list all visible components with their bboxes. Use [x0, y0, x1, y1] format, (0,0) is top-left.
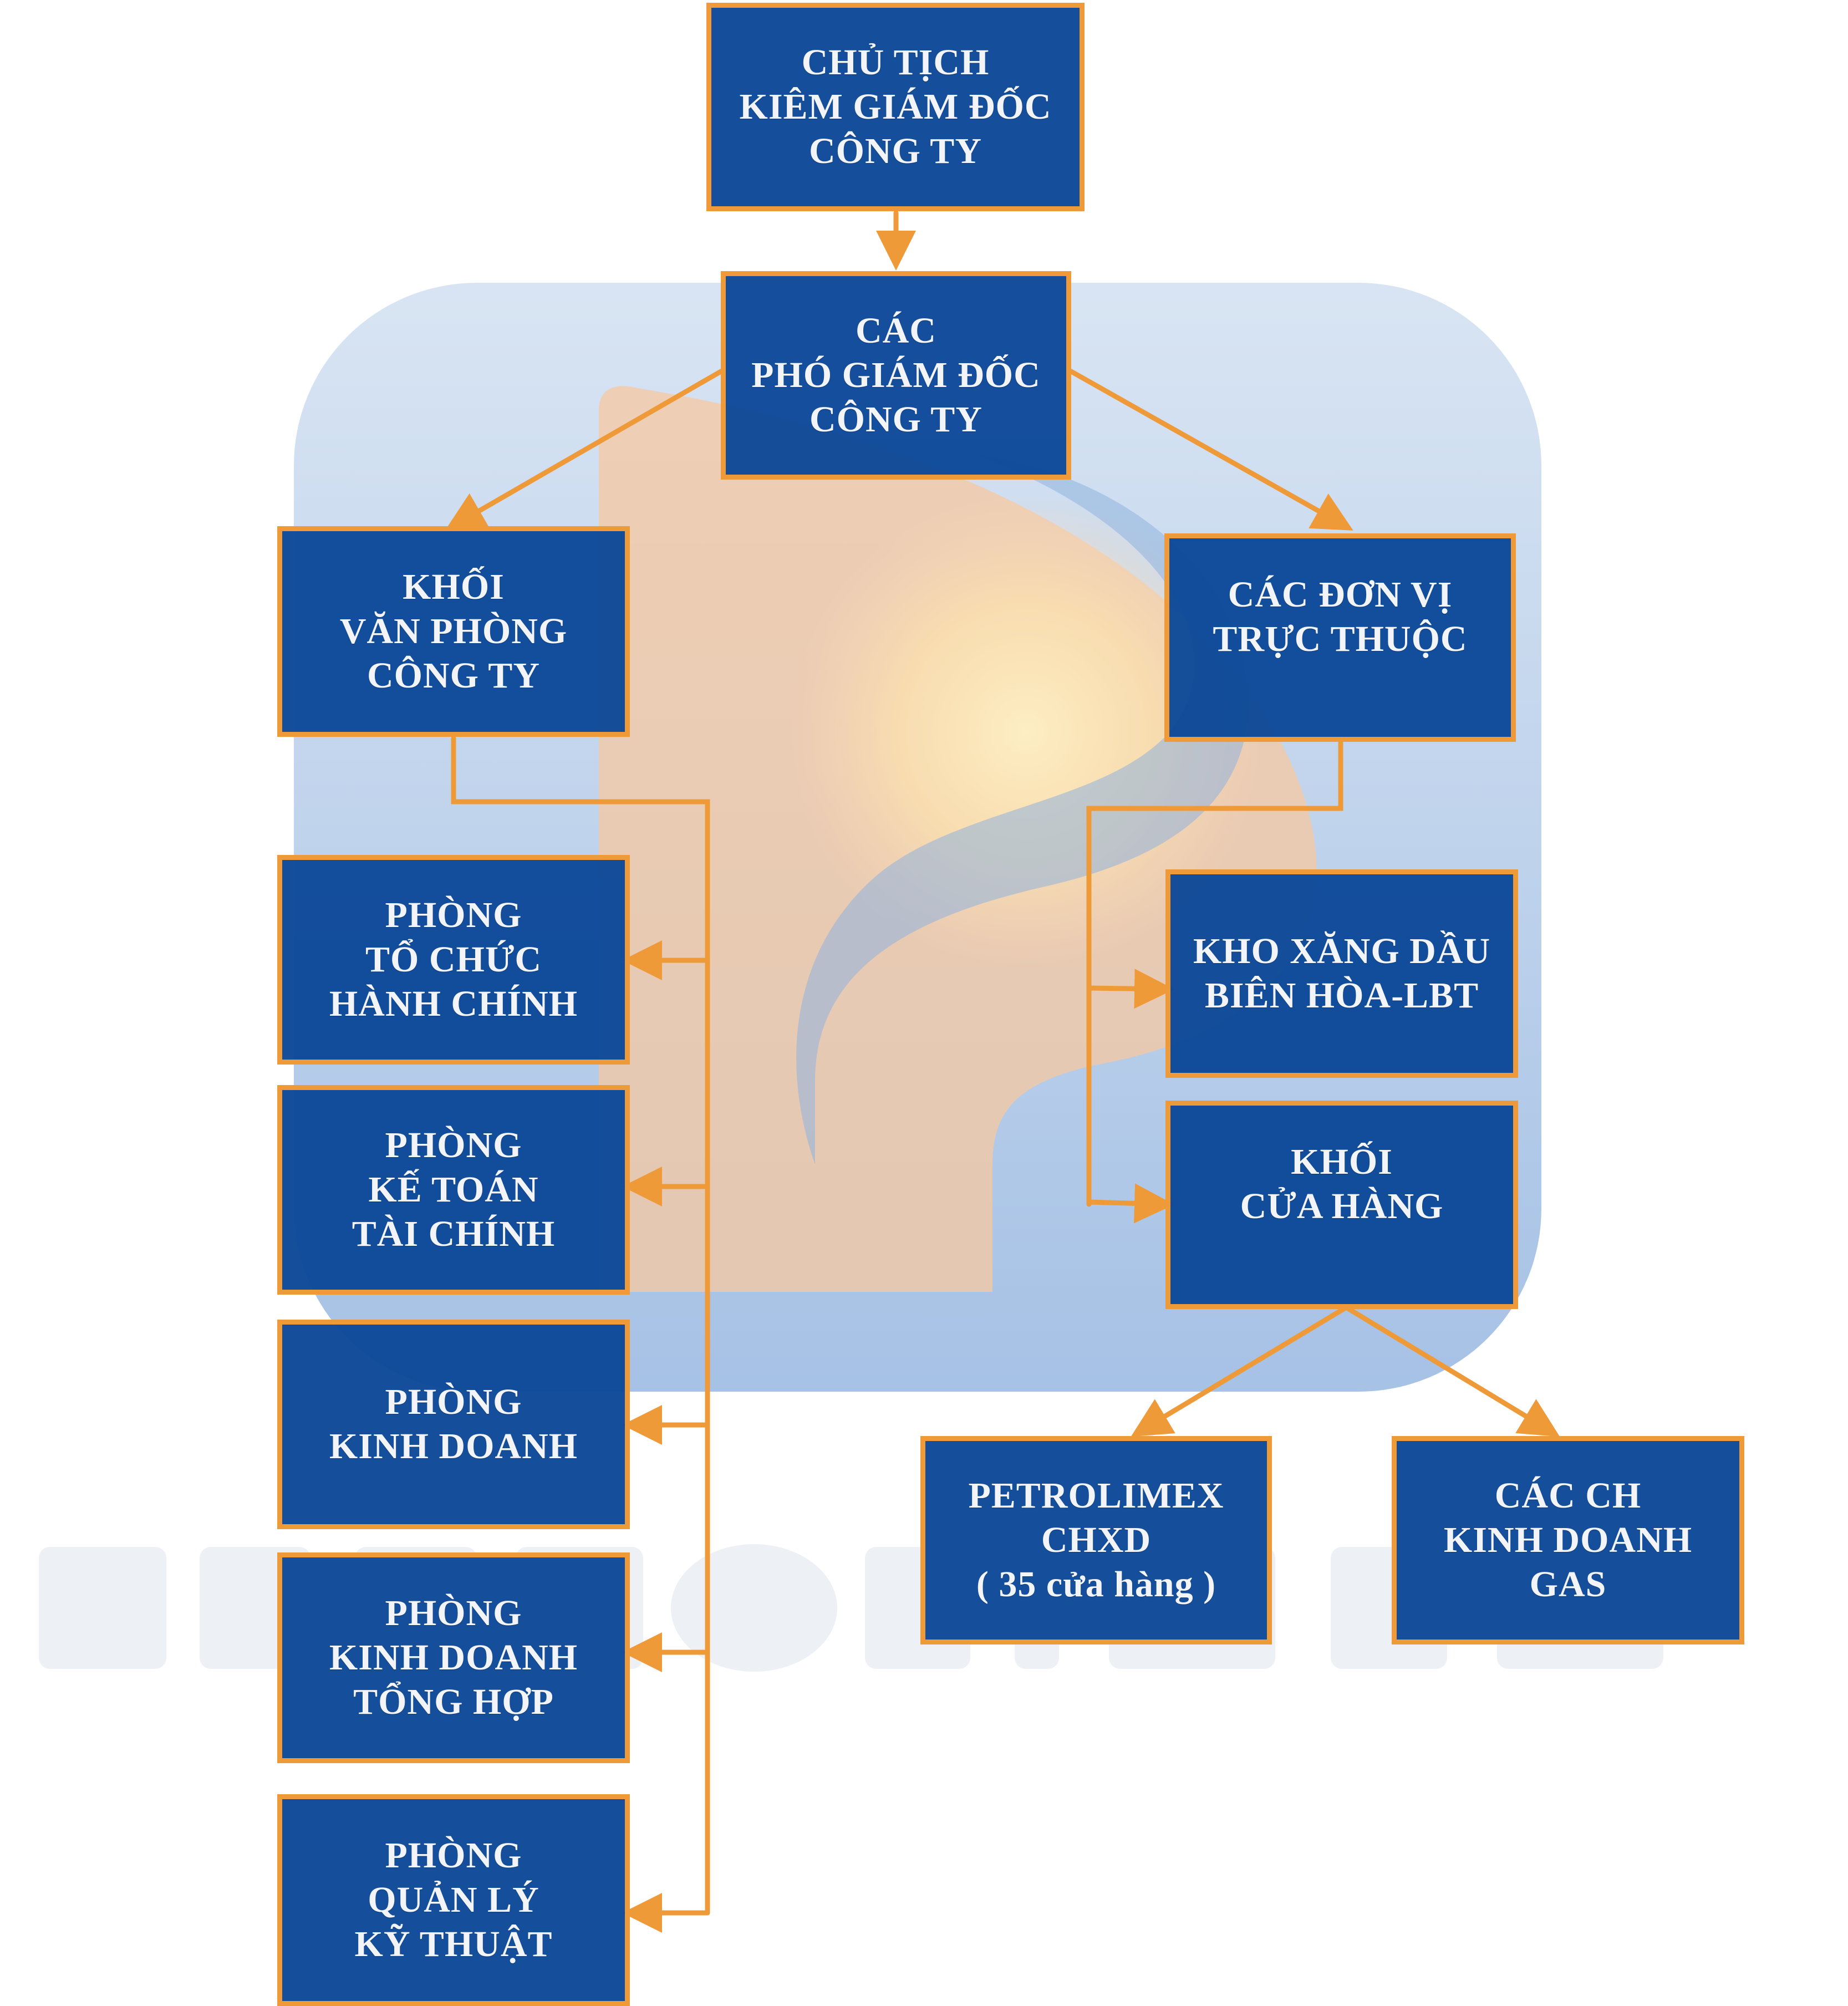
business-dept-box: PHÒNG KINH DOANH — [277, 1320, 630, 1529]
office-block-box: KHỐI VĂN PHÒNG CÔNG TY — [277, 526, 630, 737]
store-block-box: KHỐI CỬA HÀNG — [1165, 1101, 1518, 1309]
gas-stores-box: CÁC CH KINH DOANH GAS — [1392, 1436, 1744, 1644]
technical-dept-label: PHÒNG QUẢN LÝ KỸ THUẬT — [354, 1835, 553, 1964]
connector-store-block — [1086, 1183, 1174, 1224]
admin-dept-label: PHÒNG TỔ CHỨC HÀNH CHÍNH — [329, 895, 578, 1024]
connector-office-bus — [451, 736, 710, 1916]
gas-stores-label: CÁC CH KINH DOANH GAS — [1443, 1475, 1693, 1605]
connector-store-petrolimex — [1131, 1305, 1349, 1437]
connector-fuel-depot — [1086, 969, 1174, 1009]
general-business-dept-label: PHÒNG KINH DOANH TỔNG HỢP — [329, 1593, 578, 1722]
technical-dept-box: PHÒNG QUẢN LÝ KỸ THUẬT — [277, 1794, 630, 2006]
fuel-depot-label: KHO XĂNG DẦU BIÊN HÒA-LBT — [1193, 931, 1491, 1016]
business-dept-label: PHÒNG KINH DOANH — [329, 1382, 578, 1467]
fuel-depot-box: KHO XĂNG DẦU BIÊN HÒA-LBT — [1165, 869, 1518, 1078]
vice-directors-label: CÁC PHÓ GIÁM ĐỐC CÔNG TY — [751, 310, 1041, 440]
logo-blue-swoosh — [796, 455, 1249, 1164]
chairman-label: CHỦ TỊCH KIÊM GIÁM ĐỐC CÔNG TY — [739, 42, 1052, 171]
chairman-box: CHỦ TỊCH KIÊM GIÁM ĐỐC CÔNG TY — [706, 3, 1085, 211]
office-block-label: KHỐI VĂN PHÒNG CÔNG TY — [339, 567, 568, 696]
admin-dept-box: PHÒNG TỔ CHỨC HÀNH CHÍNH — [277, 855, 630, 1065]
petrolimex-stations-label: PETROLIMEX CHXD ( 35 cửa hàng ) — [968, 1475, 1224, 1605]
store-block-label: KHỐI CỬA HÀNG — [1240, 1142, 1444, 1226]
connector-vice-units — [1068, 369, 1353, 531]
vice-directors-box: CÁC PHÓ GIÁM ĐỐC CÔNG TY — [721, 271, 1071, 480]
connector-store-gas — [1343, 1305, 1560, 1437]
connector-vice-office — [445, 369, 724, 531]
finance-dept-label: PHÒNG KẾ TOÁN TÀI CHÍNH — [352, 1125, 556, 1254]
general-business-dept-box: PHÒNG KINH DOANH TỔNG HỢP — [277, 1552, 630, 1763]
connector-units-bus — [1086, 740, 1343, 1207]
subsidiary-units-label: CÁC ĐƠN VỊ TRỰC THUỘC — [1213, 574, 1468, 659]
subsidiary-units-box: CÁC ĐƠN VỊ TRỰC THUỘC — [1164, 533, 1516, 742]
petrolimex-stations-box: PETROLIMEX CHXD ( 35 cửa hàng ) — [920, 1436, 1272, 1644]
finance-dept-box: PHÒNG KẾ TOÁN TÀI CHÍNH — [277, 1085, 630, 1295]
